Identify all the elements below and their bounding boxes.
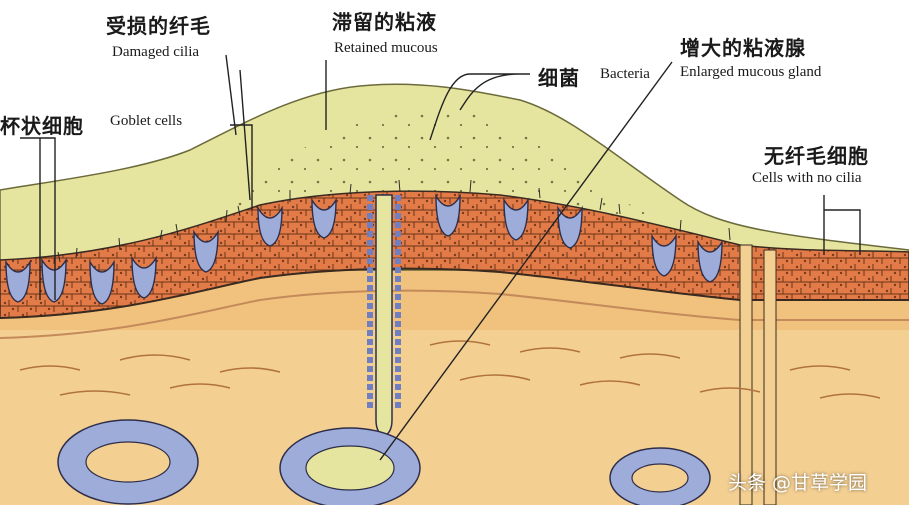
retained-mucous-label-zh: 滞留的粘液 [332,10,437,34]
damaged-cilia-label-zh: 受损的纤毛 [106,14,211,38]
glands [57,419,711,505]
bacteria-label-en: Bacteria [600,66,650,82]
pointer-lines [20,54,861,461]
enlarged-gland-label-en: Enlarged mucous gland [680,64,822,80]
bacteria-label-zh: 细菌 [538,66,580,90]
no-cilia-label-en: Cells with no cilia [752,170,862,186]
no-cilia-label-zh: 无纤毛细胞 [764,144,869,168]
enlarged-gland-label-zh: 增大的粘液腺 [680,36,806,60]
cilia [57,179,731,263]
watermark: 头条 @甘草学园 [728,472,868,494]
goblet-cells [5,193,723,305]
connective-fibers [19,340,881,399]
goblet-cells-label-en: Goblet cells [110,113,183,129]
goblet-cells-label-zh: 杯状细胞 [0,114,84,138]
damaged-cilia-label-en: Damaged cilia [112,44,200,60]
retained-mucous-label-en: Retained mucous [334,40,438,56]
